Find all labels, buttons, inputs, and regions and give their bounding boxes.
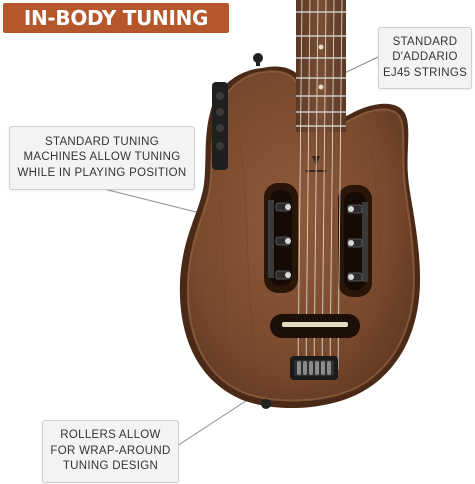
callout-rollers: ROLLERS ALLOW FOR WRAP-AROUND TUNING DES… — [42, 420, 179, 483]
neck — [296, 0, 346, 132]
callout-line: STANDARD — [392, 35, 458, 48]
callout-line: STANDARD TUNING — [45, 135, 159, 148]
callout-line: FOR WRAP-AROUND — [50, 444, 171, 457]
guitar-body — [179, 66, 420, 409]
roller-icon — [297, 361, 331, 375]
strings — [297, 0, 343, 371]
body-top — [187, 71, 414, 401]
tuner-peg-icon — [347, 204, 363, 214]
callout-tuning-machines: STANDARD TUNING MACHINES ALLOW TUNING WH… — [9, 126, 195, 190]
tuner-peg-icon — [275, 236, 291, 246]
tuner-peg-icon — [347, 238, 363, 248]
tuner-peg-icon — [275, 202, 291, 212]
callout-line: EJ45 STRINGS — [382, 66, 468, 79]
frets — [296, 11, 346, 127]
title-banner: IN-BODY TUNING — [3, 3, 229, 33]
fret-marker — [318, 84, 324, 90]
callout-strings: STANDARD D'ADDARIO EJ45 STRINGS — [378, 27, 472, 89]
fret-marker — [318, 44, 324, 50]
callout-line: ROLLERS ALLOW — [60, 429, 161, 442]
strap-button-bottom — [261, 399, 271, 409]
page-title: IN-BODY TUNING — [23, 6, 209, 30]
electronics-panel — [212, 82, 228, 170]
bridge — [270, 314, 360, 338]
tuner-peg-icon — [275, 270, 291, 280]
callout-line: TUNING DESIGN — [62, 460, 159, 473]
tuner-slot-left — [264, 183, 298, 293]
tuner-slot-right — [338, 185, 372, 297]
callout-line: D'ADDARIO — [392, 51, 458, 64]
roller-tailpiece — [290, 356, 338, 380]
callout-line: MACHINES ALLOW TUNING — [23, 151, 181, 164]
tuner-peg-icon — [347, 272, 363, 282]
callout-line: WHILE IN PLAYING POSITION — [17, 166, 187, 179]
